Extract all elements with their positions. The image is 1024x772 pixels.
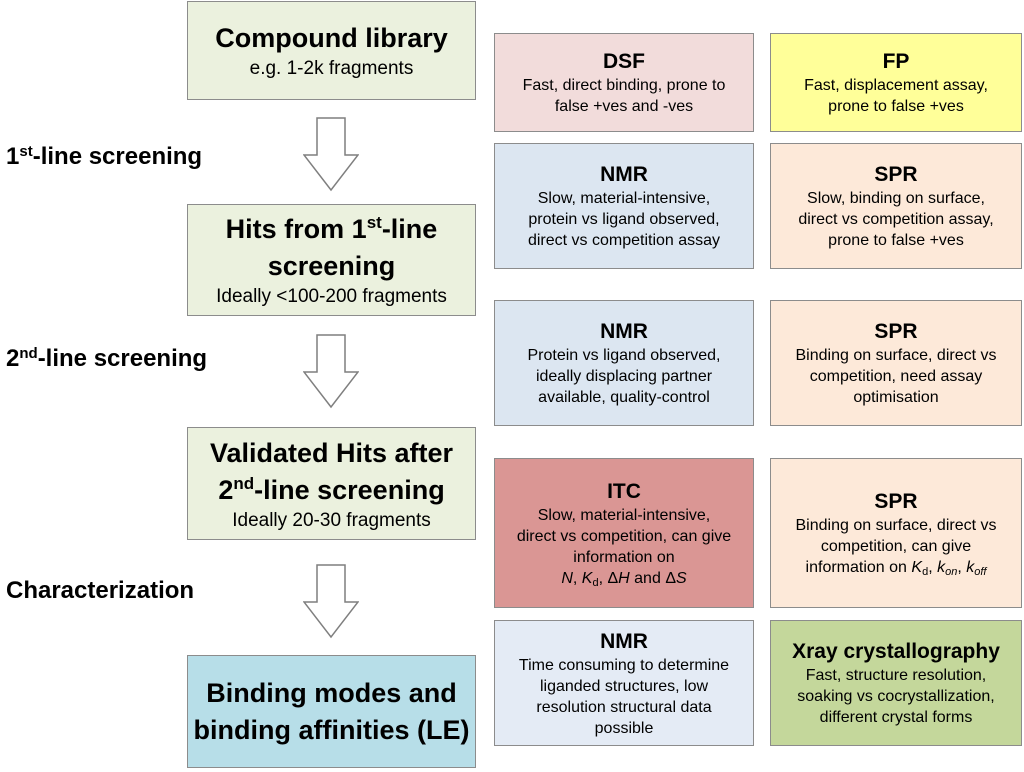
dsf-title: DSF — [603, 50, 645, 73]
nmr2-title: NMR — [600, 320, 648, 343]
fp-title: FP — [882, 50, 910, 73]
spr-first-line-box: SPR Slow, binding on surface, direct vs … — [770, 143, 1022, 269]
nmr3-desc-3: resolution structural data — [536, 698, 712, 716]
validated-title-2: 2nd-line screening — [218, 473, 445, 505]
binding-modes-line2: binding affinities (LE) — [193, 714, 470, 745]
spr3-desc-3: information on Kd, kon, koff — [805, 559, 987, 578]
down-arrow-icon — [303, 564, 359, 639]
itc-desc-3: information on — [573, 548, 675, 566]
spr1-desc-3: prone to false +ves — [828, 232, 964, 249]
nmr1-desc-3: direct vs competition assay — [527, 232, 721, 249]
down-arrow-icon — [303, 117, 359, 192]
nmr3-desc-1: Time consuming to determine — [518, 656, 730, 674]
xray-desc-2: soaking vs cocrystallization, — [797, 688, 995, 705]
spr2-title: SPR — [874, 320, 918, 343]
nmr-first-line-box: NMR Slow, material-intensive, protein vs… — [494, 143, 754, 269]
spr2-desc-3: optimisation — [853, 389, 939, 406]
binding-modes-box: Binding modes and binding affinities (LE… — [187, 655, 476, 768]
spr1-title: SPR — [874, 163, 918, 186]
spr3-desc-2: competition, can give — [820, 538, 972, 555]
compound-library-title: Compound library — [215, 23, 448, 53]
nmr3-desc-4: possible — [594, 719, 654, 737]
spr-characterization-box: SPR Binding on surface, direct vs compet… — [770, 458, 1022, 608]
hits-box: Hits from 1st-line screening Ideally <10… — [187, 204, 476, 316]
dsf-desc-2: false +ves and -ves — [554, 98, 694, 115]
nmr3-desc-2: liganded structures, low — [539, 677, 709, 695]
nmr-characterization-box: NMR Time consuming to determine liganded… — [494, 620, 754, 746]
validated-hits-box: Validated Hits after 2nd-line screening … — [187, 427, 476, 540]
dsf-box: DSF Fast, direct binding, prone to false… — [494, 33, 754, 132]
stage-characterization: Characterization — [6, 577, 195, 604]
itc-desc-4: N, Kd, ΔH and ΔS — [561, 569, 687, 589]
itc-desc-2: direct vs competition, can give — [516, 527, 732, 545]
stage-first-line: 1st-line screening — [6, 143, 203, 170]
spr1-desc-2: direct vs competition assay, — [798, 211, 994, 228]
spr3-desc-1: Binding on surface, direct vs — [795, 517, 997, 534]
xray-crystallography-box: Xray crystallography Fast, structure res… — [770, 620, 1022, 746]
dsf-desc-1: Fast, direct binding, prone to — [522, 77, 726, 94]
validated-title-1: Validated Hits after — [209, 437, 454, 468]
itc-title: ITC — [607, 479, 641, 503]
itc-desc-1: Slow, material-intensive, — [537, 506, 711, 524]
spr3-title: SPR — [874, 490, 918, 513]
nmr2-desc-1: Protein vs ligand observed, — [527, 347, 721, 364]
nmr1-title: NMR — [600, 163, 648, 186]
nmr1-desc-1: Slow, material-intensive, — [537, 190, 711, 207]
validated-sub: Ideally 20-30 fragments — [232, 509, 431, 531]
nmr3-title: NMR — [600, 629, 648, 653]
stage-second-line: 2nd-line screening — [6, 345, 208, 372]
spr-second-line-box: SPR Binding on surface, direct vs compet… — [770, 300, 1022, 426]
spr1-desc-1: Slow, binding on surface, — [807, 190, 985, 207]
nmr2-desc-2: ideally displacing partner — [535, 368, 713, 385]
nmr2-desc-3: available, quality-control — [538, 389, 710, 406]
xray-title: Xray crystallography — [792, 640, 1000, 663]
binding-modes-line1: Binding modes and — [206, 677, 457, 708]
compound-library-sub: e.g. 1-2k fragments — [249, 58, 414, 79]
hits-sub: Ideally <100-200 fragments — [216, 286, 447, 307]
fp-desc-1: Fast, displacement assay, — [804, 77, 988, 94]
xray-desc-3: different crystal forms — [819, 709, 973, 726]
xray-desc-1: Fast, structure resolution, — [805, 667, 987, 684]
hits-title-1: Hits from 1st-line — [225, 213, 438, 244]
itc-box: ITC Slow, material-intensive, direct vs … — [494, 458, 754, 608]
hits-title-2: screening — [267, 251, 396, 281]
spr2-desc-2: competition, need assay — [809, 368, 983, 385]
spr2-desc-1: Binding on surface, direct vs — [795, 347, 997, 364]
nmr-second-line-box: NMR Protein vs ligand observed, ideally … — [494, 300, 754, 426]
fp-desc-2: prone to false +ves — [828, 98, 964, 115]
nmr1-desc-2: protein vs ligand observed, — [528, 211, 720, 228]
down-arrow-icon — [303, 334, 359, 409]
fp-box: FP Fast, displacement assay, prone to fa… — [770, 33, 1022, 132]
compound-library-box: Compound library e.g. 1-2k fragments — [187, 1, 476, 100]
